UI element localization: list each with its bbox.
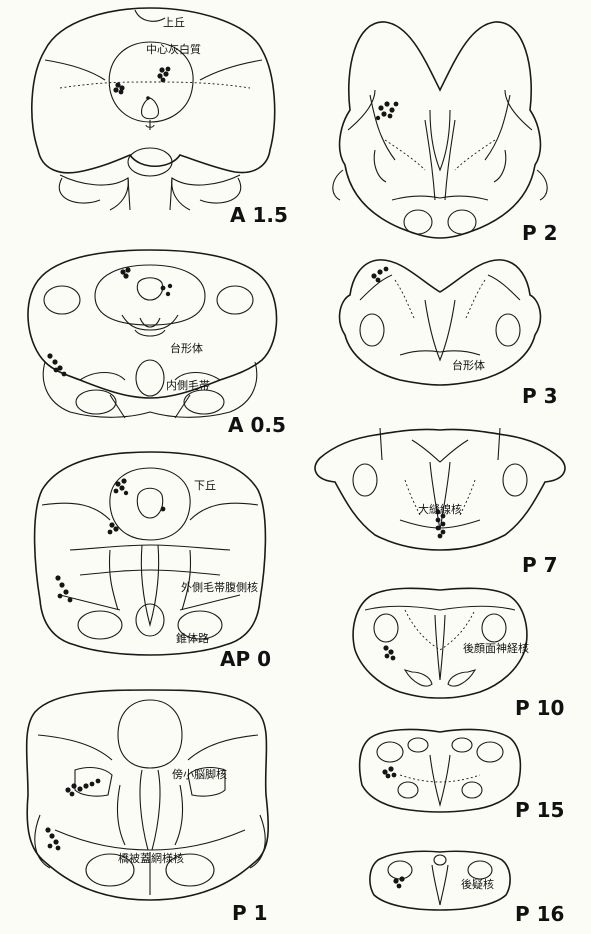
section-label-p2: P 2 — [522, 221, 558, 245]
section-label-a05: A 0.5 — [228, 413, 286, 437]
label-pontine-reticular-nucleus: 橋被蓋網様核 — [118, 851, 184, 865]
section-label-a15: A 1.5 — [230, 203, 288, 227]
label-trapezoid-body-a05: 台形体 — [170, 341, 203, 355]
label-retrofacial-nucleus: 後顔面神経核 — [463, 641, 529, 655]
section-label-ap0: AP 0 — [220, 647, 271, 671]
label-raphe-magnus: 大縫線核 — [418, 502, 462, 516]
label-nucleus-ambiguus-retro: 後疑核 — [461, 877, 494, 891]
section-label-p7: P 7 — [522, 553, 558, 577]
section-label-p3: P 3 — [522, 384, 558, 408]
label-ventral-nucleus-lateral-lemniscus: 外側毛帯腹側核 — [181, 580, 258, 594]
section-p2-outline — [340, 22, 541, 238]
section-p1-outline — [27, 690, 269, 900]
section-p10: 後顔面神経核 P 10 — [353, 588, 564, 720]
section-p3-outline — [340, 260, 541, 385]
section-label-p1: P 1 — [232, 901, 268, 925]
section-label-p10: P 10 — [515, 696, 564, 720]
section-p16: 後疑核 P 16 — [370, 851, 565, 926]
label-pyramidal-tract: 錐体路 — [176, 631, 209, 645]
label-trapezoid-body-p3: 台形体 — [452, 358, 485, 372]
section-p3: 台形体 P 3 — [340, 260, 558, 408]
section-p7: 大縫線核 P 7 — [315, 428, 565, 577]
section-a05: 台形体 内側毛帯 A 0.5 — [28, 250, 286, 437]
label-medial-lemniscus: 内側毛帯 — [166, 378, 210, 392]
section-p2: P 2 — [333, 22, 558, 245]
section-ap0: 下丘 外側毛帯腹側核 錐体路 AP 0 — [35, 452, 271, 671]
label-central-gray: 中心灰白質 — [146, 42, 201, 56]
section-a15: 上丘 中心灰白質 A 1.5 — [32, 8, 288, 227]
section-label-p15: P 15 — [515, 798, 564, 822]
section-label-p16: P 16 — [515, 902, 564, 926]
section-p7-outline — [315, 429, 565, 550]
label-superior-colliculus: 上丘 — [163, 16, 185, 29]
section-p1: 傍小脳脚核 橋被蓋網様核 P 1 — [27, 690, 269, 925]
label-parabrachial-nucleus: 傍小脳脚核 — [172, 767, 227, 781]
section-p15: P 15 — [360, 730, 565, 822]
label-inferior-colliculus: 下丘 — [194, 479, 216, 492]
